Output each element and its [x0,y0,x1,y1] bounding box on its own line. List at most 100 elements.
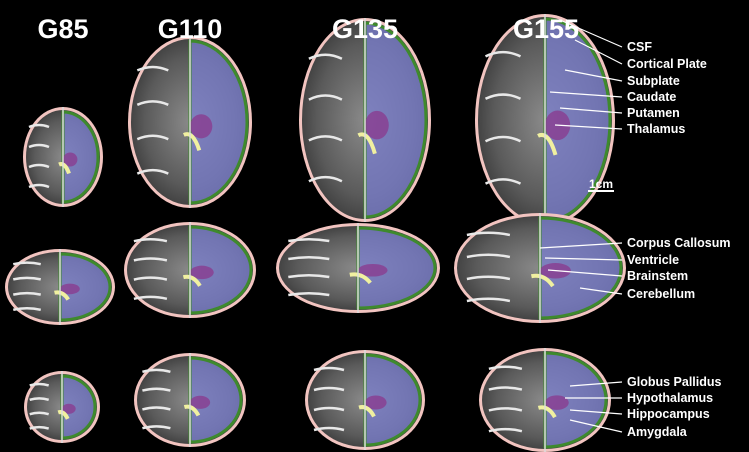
brain-sagittal-g85 [5,249,115,325]
sulcus-mark [133,295,168,301]
brain-coronal-g85 [24,371,100,443]
leader-line [547,269,623,277]
thalamus-region [60,283,80,295]
segmentation-overlay [363,353,422,447]
ventricle-region [530,273,555,288]
sulcus-mark [136,65,169,72]
label-hippocampus: Hippocampus [627,407,710,421]
segmentation-overlay [543,351,608,449]
label-csf: CSF [627,40,652,54]
ventricle-region [358,405,376,418]
brain-axial-g110 [128,36,252,208]
ventricle-region [357,132,377,155]
sulcus-mark [466,275,511,281]
ventricle-region [183,404,201,417]
sulcus-mark [288,291,330,297]
sulcus-mark [288,255,330,261]
sulcus-mark [308,175,343,183]
sulcus-mark [29,425,50,430]
column-label-g135: G135 [331,14,399,44]
label-thalamus: Thalamus [627,122,686,136]
label-ventricle: Ventricle [627,253,680,267]
column-label-g110: G110 [157,14,223,44]
label-cortical-plate: Cortical Plate [627,57,707,71]
leader-line [549,91,623,98]
ventricle-region [537,133,558,156]
sulcus-mark [136,168,169,175]
sulcus-mark [12,276,42,281]
ventricle-region [182,274,202,287]
segmentation-overlay [188,356,243,444]
sulcus-mark [484,93,522,100]
brain-coronal-g155 [479,348,611,452]
sulcus-mark [313,406,345,412]
sulcus-mark [308,94,343,101]
brain-sagittal-g110 [124,222,256,318]
brain-sagittal-g155 [454,213,626,323]
sulcus-mark [12,261,42,266]
sulcus-mark [142,368,171,374]
sulcus-mark [133,276,168,281]
thalamus-region [190,114,213,139]
scale-bar: 1cm [588,177,615,192]
sulcus-mark [313,386,345,392]
sulcus-mark [28,183,50,189]
segmentation-overlay [60,374,97,440]
leader-line [574,39,623,65]
label-caudate: Caudate [627,90,677,104]
sulcus-mark [488,427,523,433]
ventricle-region [349,272,372,285]
thalamus-region [190,395,211,409]
sulcus-mark [466,253,511,259]
column-label-g85: G85 [37,14,89,44]
leader-line [559,19,623,48]
sulcus-mark [12,307,42,312]
thalamus-region [545,395,569,410]
ventricle-region [54,290,70,301]
leader-line [579,287,623,295]
sulcus-mark [142,425,171,430]
leader-line [564,69,623,82]
sulcus-mark [488,365,523,371]
brain-axial-g155 [475,14,615,226]
label-brainstem: Brainstem [627,269,689,283]
sulcus-mark [288,237,330,243]
label-cerebellum: Cerebellum [627,287,696,301]
sulcus-mark [133,238,168,243]
label-globus-pallidus: Globus Pallidus [627,375,722,389]
sulcus-mark [484,135,522,143]
segmentation-overlay [188,39,249,205]
segmentation-overlay [58,252,112,322]
segmentation-overlay [356,226,437,310]
segmentation-overlay [61,110,100,204]
brain-axial-g85 [23,107,103,207]
sulcus-mark [466,297,511,303]
sulcus-mark [484,50,522,58]
sulcus-mark [136,100,169,106]
ventricle-region [58,162,71,175]
label-hypothalamus: Hypothalamus [627,391,714,405]
ventricle-region [57,410,70,420]
sulcus-mark [29,397,50,402]
brain-coronal-g135 [305,350,425,450]
ventricle-region [537,405,557,419]
thalamus-region [62,152,78,167]
thalamus-region [365,395,387,410]
segmentation-overlay [188,225,253,315]
sulcus-mark [29,411,50,416]
sulcus-mark [488,407,523,412]
thalamus-region [61,403,76,414]
leader-line [569,419,623,433]
sulcus-mark [484,178,522,185]
ventricle-region [182,132,202,152]
thalamus-region [190,265,214,280]
leader-line [559,107,623,114]
label-putamen: Putamen [627,106,680,120]
sulcus-mark [12,291,42,296]
sulcus-mark [136,134,169,141]
sulcus-mark [488,386,523,391]
thalamus-region [365,110,389,140]
label-corpus-callosum: Corpus Callosum [627,236,731,250]
